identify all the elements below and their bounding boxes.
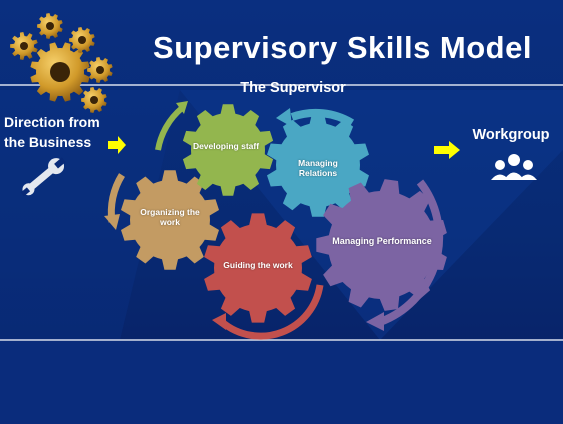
workgroup-label: Workgroup xyxy=(472,127,550,143)
gear-managing-relations-label: Managing Relations xyxy=(298,158,338,178)
slide-title: Supervisory Skills Model xyxy=(153,30,532,65)
gear-developing-staff-label: Developing staff xyxy=(192,141,260,151)
supervisor-label: The Supervisor xyxy=(240,80,346,96)
direction-label: Direction from the Business xyxy=(4,114,100,150)
gear-organizing-work-label: Organizing the work xyxy=(140,207,200,227)
gear-guiding-work-label: Guiding the work xyxy=(223,260,293,270)
gear-managing-performance-label: Managing Performance xyxy=(332,236,432,246)
